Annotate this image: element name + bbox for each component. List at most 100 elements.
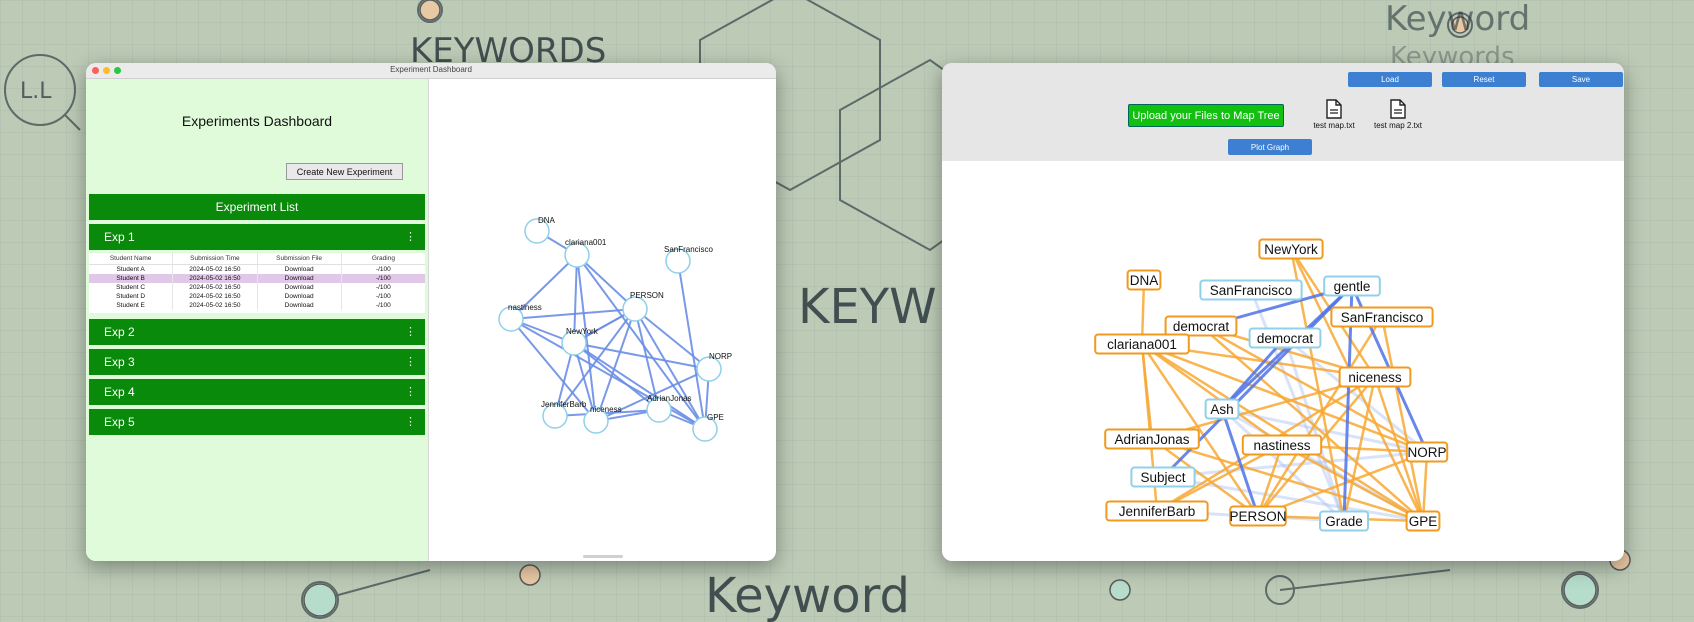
graph-node[interactable] xyxy=(1319,510,1369,532)
graph-node[interactable] xyxy=(583,408,609,434)
graph-edge xyxy=(634,308,706,430)
reset-button[interactable]: Reset xyxy=(1442,72,1526,87)
table-row[interactable]: Student E 2024-05-02 16:50 Download -/10… xyxy=(89,301,425,310)
grade[interactable]: -/100 xyxy=(375,284,391,291)
graph-edge xyxy=(510,318,706,430)
graph-node[interactable] xyxy=(564,242,590,268)
graph-node-label: democrat xyxy=(1173,319,1230,334)
graph-node[interactable] xyxy=(498,306,524,332)
graph-edge xyxy=(1256,316,1384,517)
graph-edge xyxy=(595,368,710,422)
download-link[interactable]: Download xyxy=(258,292,342,301)
experiment-item-exp2[interactable]: Exp 2 ⋮ xyxy=(89,319,425,345)
graph-node[interactable] xyxy=(1199,279,1303,301)
zoom-window-button[interactable] xyxy=(114,67,121,74)
grade[interactable]: -/100 xyxy=(375,302,391,309)
graph-edge xyxy=(1140,343,1260,517)
graph-node[interactable] xyxy=(696,356,722,382)
graph-node-label: DNA xyxy=(538,216,556,225)
graph-node[interactable] xyxy=(646,397,672,423)
page-title: Experiments Dashboard xyxy=(181,113,333,129)
create-experiment-button[interactable]: Create New Experiment xyxy=(286,163,403,180)
graph-node-label: NORP xyxy=(1407,445,1446,460)
graph-node-label: nastiness xyxy=(508,303,542,312)
kebab-menu-icon[interactable]: ⋮ xyxy=(405,231,416,243)
graph-edge xyxy=(1256,444,1284,517)
graph-node[interactable] xyxy=(1126,269,1162,291)
download-link[interactable]: Download xyxy=(258,301,342,310)
graph-node-label: Grade xyxy=(1325,514,1363,529)
table-row[interactable]: Student C 2024-05-02 16:50 Download -/10… xyxy=(89,283,425,292)
file-name: test map.txt xyxy=(1313,121,1355,130)
download-link[interactable]: Download xyxy=(258,274,342,283)
graph-node[interactable] xyxy=(1405,510,1441,532)
graph-node[interactable] xyxy=(1104,428,1200,450)
graph-node[interactable] xyxy=(692,416,718,442)
upload-files-button[interactable]: Upload your Files to Map Tree xyxy=(1128,104,1284,127)
graph-node[interactable] xyxy=(1229,505,1287,527)
graph-node[interactable] xyxy=(1094,333,1190,355)
graph-node-label: niceness xyxy=(1348,370,1402,385)
graph-edge xyxy=(573,342,706,430)
kebab-menu-icon[interactable]: ⋮ xyxy=(405,326,416,338)
graph-node[interactable] xyxy=(1204,398,1240,420)
student-name: Student D xyxy=(89,292,174,301)
graph-edge xyxy=(573,254,578,344)
load-button[interactable]: Load xyxy=(1348,72,1432,87)
graph-node[interactable] xyxy=(1164,315,1238,337)
horizontal-scrollbar[interactable] xyxy=(583,555,623,558)
table-row[interactable]: Student D 2024-05-02 16:50 Download -/10… xyxy=(89,292,425,301)
background-word-keyw: KEYW xyxy=(798,279,937,335)
table-header-row: Student Name Submission Time Submission … xyxy=(89,253,425,265)
graph-edge xyxy=(677,260,706,430)
graph-edge xyxy=(1220,408,1260,517)
graph-node[interactable] xyxy=(1338,366,1412,388)
document-icon xyxy=(1390,99,1406,119)
graph-node[interactable] xyxy=(524,218,550,244)
kebab-menu-icon[interactable]: ⋮ xyxy=(405,416,416,428)
keyword-network-graph[interactable]: DNAclariana001SanFrancisconastinessPERSO… xyxy=(429,79,776,561)
graph-node[interactable] xyxy=(1105,500,1209,522)
experiment-item-exp5[interactable]: Exp 5 ⋮ xyxy=(89,409,425,435)
graph-node[interactable] xyxy=(1323,275,1381,297)
file-item[interactable]: test map.txt xyxy=(1304,99,1364,130)
graph-node-label: AdrianJonas xyxy=(647,394,691,403)
graph-node[interactable] xyxy=(1241,434,1323,456)
graph-node[interactable] xyxy=(561,330,587,356)
minimize-window-button[interactable] xyxy=(103,67,110,74)
graph-edge xyxy=(1281,443,1424,523)
download-link[interactable]: Download xyxy=(258,283,342,292)
close-window-button[interactable] xyxy=(92,67,99,74)
graph-node-label: PERSON xyxy=(1229,509,1286,524)
download-link[interactable]: Download xyxy=(258,265,342,274)
graph-node[interactable] xyxy=(1405,441,1449,463)
graph-node[interactable] xyxy=(622,296,648,322)
graph-edge xyxy=(1200,324,1428,454)
graph-node-label: SanFrancisco xyxy=(1210,283,1293,298)
experiment-item-exp3[interactable]: Exp 3 ⋮ xyxy=(89,349,425,375)
map-tree-toolbar: Load Reset Save Upload your Files to Map… xyxy=(942,63,1624,161)
kebab-menu-icon[interactable]: ⋮ xyxy=(405,356,416,368)
grade[interactable]: -/100 xyxy=(375,266,391,273)
grade[interactable]: -/100 xyxy=(375,293,391,300)
graph-node[interactable] xyxy=(1248,327,1322,349)
plot-graph-button[interactable]: Plot Graph xyxy=(1228,139,1312,155)
graph-node-label: PERSON xyxy=(630,291,664,300)
experiment-item-exp4[interactable]: Exp 4 ⋮ xyxy=(89,379,425,405)
graph-node[interactable] xyxy=(1258,238,1324,260)
table-row-selected[interactable]: Student B 2024-05-02 16:50 Download -/10… xyxy=(89,274,425,283)
graph-node[interactable] xyxy=(1130,466,1196,488)
file-item[interactable]: test map 2.txt xyxy=(1368,99,1428,130)
graph-node[interactable] xyxy=(542,403,568,429)
kebab-menu-icon[interactable]: ⋮ xyxy=(405,386,416,398)
graph-edge xyxy=(576,254,597,422)
table-row[interactable]: Student A 2024-05-02 16:50 Download -/10… xyxy=(89,265,425,274)
graph-edge xyxy=(554,409,660,417)
graph-node[interactable] xyxy=(1330,306,1434,328)
experiment-item-exp1[interactable]: Exp 1 ⋮ xyxy=(89,224,425,250)
submissions-table: Student Name Submission Time Submission … xyxy=(89,253,425,313)
save-button[interactable]: Save xyxy=(1539,72,1623,87)
graph-node[interactable] xyxy=(665,248,691,274)
grade[interactable]: -/100 xyxy=(375,275,391,282)
